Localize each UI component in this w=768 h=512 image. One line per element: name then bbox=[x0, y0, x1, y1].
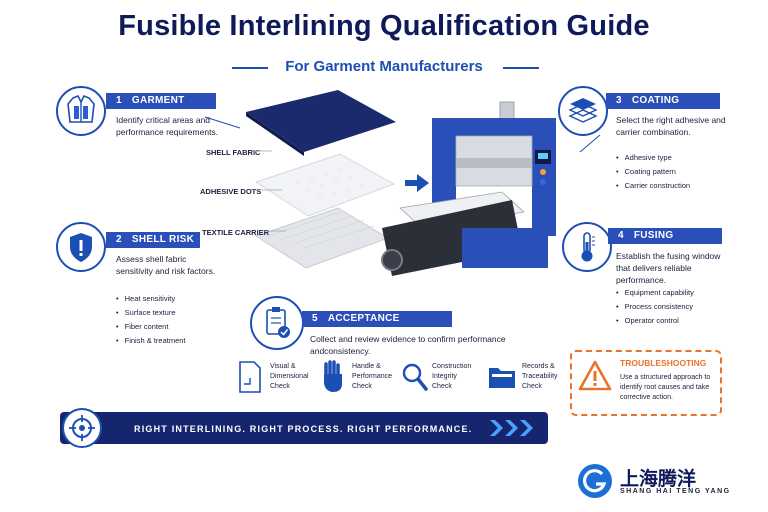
page-subtitle: For Garment Manufacturers bbox=[285, 58, 483, 75]
acceptance-evidence-title: ACCEPTANCE EVIDENCE bbox=[312, 313, 400, 340]
shell-fabric-label: SHELL FABRIC bbox=[206, 148, 261, 157]
shell-risk-badge bbox=[56, 222, 106, 272]
fabric-layers-illustration bbox=[246, 90, 396, 269]
shell-risk-number: 2 bbox=[116, 234, 122, 245]
warning-icon bbox=[578, 360, 612, 391]
document-ruler-icon bbox=[239, 361, 261, 393]
list-item: Coating pattern bbox=[616, 165, 726, 179]
coating-system-badge bbox=[558, 86, 608, 136]
list-item: Carrier construction bbox=[616, 179, 726, 193]
check-label-line: Performance bbox=[352, 373, 393, 380]
check-label-line: Check bbox=[352, 383, 372, 390]
list-item: Surface texture bbox=[116, 306, 226, 320]
shell-risk-desc: Assess shell fabric sensitivity and risk… bbox=[116, 254, 216, 276]
acceptance-evidence-desc: Collect and review evidence to confirm p… bbox=[310, 334, 506, 356]
target-badge bbox=[62, 408, 102, 448]
check-label-line: Records & bbox=[522, 363, 555, 370]
garment-zone-badge bbox=[56, 86, 106, 136]
check-label-line: Visual & bbox=[270, 363, 296, 370]
coating-system-title: COATING SYSTEM bbox=[616, 95, 680, 122]
garment-zone-number: 1 bbox=[116, 95, 122, 106]
check-label-line: Dimensional bbox=[270, 373, 309, 380]
fusing-press-machine bbox=[381, 101, 556, 276]
coating-system-number: 3 bbox=[616, 95, 622, 106]
garment-zone-title: GARMENT ZONE bbox=[116, 95, 185, 122]
target-icon bbox=[69, 415, 95, 441]
brand-name-en: SHANG HAI TENG YANG bbox=[620, 488, 731, 495]
tagline-banner bbox=[60, 412, 548, 444]
tagline-text: RIGHT INTERLINING. RIGHT PROCESS. RIGHT … bbox=[134, 424, 473, 434]
check-item: Records & Traceability Check bbox=[488, 360, 568, 400]
list-item: Adhesive type bbox=[616, 151, 726, 165]
list-item: Process consistency bbox=[616, 300, 726, 314]
check-label-line: Integrity bbox=[432, 373, 457, 380]
troubleshooting-desc: Use a structured approach to identify ro… bbox=[620, 374, 711, 401]
adhesive-dots-layer bbox=[254, 153, 396, 217]
check-label-line: Check bbox=[432, 383, 452, 390]
coating-system-bullets: Adhesive type Coating pattern Carrier co… bbox=[616, 151, 726, 193]
adhesive-dots-label: ADHESIVE DOTS bbox=[200, 187, 262, 196]
check-label-line: Handle & bbox=[352, 363, 381, 370]
list-item: Operator control bbox=[616, 314, 726, 328]
shell-risk-bullets: Heat sensitivity Surface texture Fiber c… bbox=[116, 292, 226, 348]
list-item: Finish & treatment bbox=[116, 334, 226, 348]
troubleshooting-title: TROUBLESHOOTING bbox=[620, 358, 707, 368]
coating-system-desc: Select the right adhesive and carrier co… bbox=[616, 115, 726, 137]
textile-carrier-label: TEXTILE CARRIER bbox=[202, 228, 270, 237]
clipboard-check-icon bbox=[266, 307, 290, 338]
folder-icon bbox=[489, 368, 515, 388]
flow-arrow-icon bbox=[405, 174, 429, 192]
fusing-window-title: FUSING WINDOW bbox=[618, 230, 674, 257]
list-item: Heat sensitivity bbox=[116, 292, 226, 306]
check-item: Handle & Performance Check bbox=[322, 360, 402, 400]
garment-zone-desc: Identify critical areas and performance … bbox=[116, 115, 219, 137]
stacked-layers-icon bbox=[568, 98, 598, 123]
page-title: Fusible Interlining Qualification Guide bbox=[118, 10, 650, 42]
acceptance-evidence-badge bbox=[250, 296, 304, 350]
shell-fabric-layer bbox=[246, 90, 396, 152]
fusing-window-bullets: Equipment capability Process consistency… bbox=[616, 286, 726, 328]
hand-icon bbox=[324, 360, 342, 392]
magnifier-icon bbox=[402, 363, 428, 391]
check-label-line: Check bbox=[270, 383, 290, 390]
brand-name-cn: 上海腾洋 bbox=[620, 469, 697, 490]
subtitle-rule bbox=[0, 58, 768, 78]
acceptance-evidence-number: 5 bbox=[312, 313, 318, 324]
thermometer-icon bbox=[581, 232, 595, 262]
jacket-icon bbox=[67, 94, 95, 123]
shell-risk-header: 2 SHELL RISK bbox=[106, 232, 200, 248]
check-label-line: Check bbox=[522, 383, 542, 390]
check-label-line: Traceability bbox=[522, 373, 558, 380]
chevron-right-icon bbox=[490, 420, 533, 436]
list-item: Equipment capability bbox=[616, 286, 726, 300]
shield-icon bbox=[70, 233, 92, 262]
check-label-line: Construction bbox=[432, 363, 472, 370]
check-item: Visual & Dimensional Check bbox=[236, 360, 318, 400]
fusing-window-desc: Establish the fusing window that deliver… bbox=[616, 251, 721, 285]
list-item: Fiber content bbox=[116, 320, 226, 334]
fusing-window-number: 4 bbox=[618, 230, 624, 241]
check-item: Construction Integrity Check bbox=[402, 360, 486, 400]
shell-risk-title: SHELL RISK bbox=[131, 234, 195, 245]
brand-logo-icon bbox=[578, 464, 612, 498]
fusing-window-badge bbox=[562, 222, 612, 272]
